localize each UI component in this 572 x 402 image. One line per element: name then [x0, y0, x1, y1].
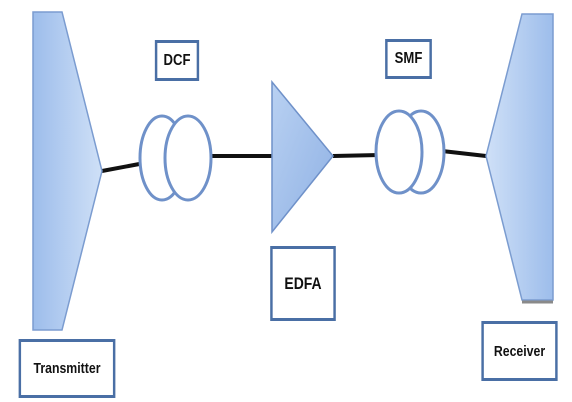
edfa-label: EDFA [270, 246, 336, 321]
fiber-edfa-to-smf [332, 153, 381, 158]
fiber-smf-to-rx [441, 149, 487, 158]
dcf-coil-front [163, 114, 213, 202]
receiver-block [485, 13, 554, 301]
smf-fiber-coil [374, 109, 446, 195]
transmitter-label: Transmitter [18, 339, 116, 398]
smf-coil-front [374, 109, 424, 195]
dcf-fiber-coil [138, 114, 213, 202]
dcf-label: DCF [154, 40, 200, 81]
smf-label: SMF [385, 39, 432, 79]
transmitter-block [32, 11, 103, 331]
edfa-amplifier [271, 79, 334, 235]
receiver-label: Receiver [481, 321, 558, 381]
